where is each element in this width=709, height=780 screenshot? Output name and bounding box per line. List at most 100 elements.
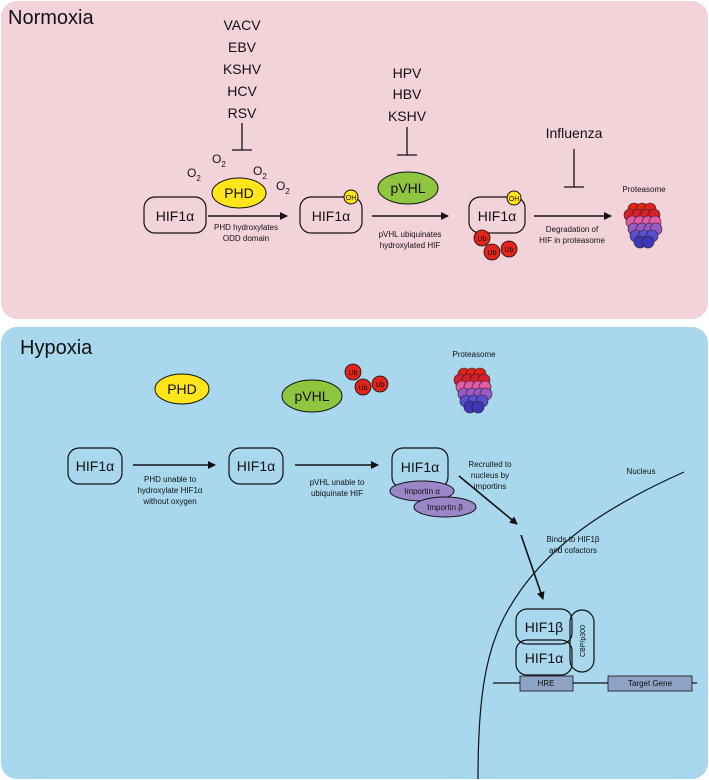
hif1a-label: HIF1α xyxy=(237,458,275,474)
step-caption-line: Binds to HIF1β xyxy=(546,535,599,544)
hif1a-protein xyxy=(299,196,363,234)
normoxia-panel: Normoxia VACV EBV KSHV HCV RSV O2 O2 O2 … xyxy=(1,1,708,319)
proteasome-subunit xyxy=(641,235,655,249)
hydroxyl-group xyxy=(506,190,522,206)
pvhl-inhibitor-list: HPV HBV KSHV xyxy=(388,65,427,124)
degradation-caption: Degradation of HIF in proteasome xyxy=(539,225,605,245)
step-caption-line: nucleus by xyxy=(471,471,509,480)
pvhl-inhibitor: HBV xyxy=(393,86,422,102)
nuclear-membrane xyxy=(477,471,685,780)
normoxia-background xyxy=(1,1,708,319)
oxygen-label: O2 xyxy=(276,179,290,196)
pvhl-failure-caption: pVHL unable to ubiquinate HIF xyxy=(310,478,365,498)
oxygen-labels: O2 O2 O2 O2 xyxy=(187,152,290,196)
proteasome xyxy=(623,202,663,249)
ubiquitin xyxy=(344,363,362,381)
ubiquitin-chain: Ub Ub Ub xyxy=(473,229,518,261)
ubiquitin xyxy=(500,240,518,258)
phd-inhibitor: VACV xyxy=(223,17,261,33)
pvhl-label: pVHL xyxy=(294,388,329,404)
binding-caption: Binds to HIF1β and cofactors xyxy=(546,535,599,555)
hydroxyl-group xyxy=(343,189,359,205)
ubiquitin-label: Ub xyxy=(376,382,385,389)
phd-inhibitor: RSV xyxy=(228,105,257,121)
degradation-inhibitor: Influenza xyxy=(546,125,603,141)
target-gene-box xyxy=(607,675,693,692)
phd-inhibitor-list: VACV EBV KSHV HCV RSV xyxy=(223,17,262,121)
ubiquitin-label: Ub xyxy=(359,385,368,392)
cbp-p300-label: CBP/p300 xyxy=(580,625,587,657)
step-caption-line: ubiquinate HIF xyxy=(311,489,363,498)
hypoxia-background xyxy=(1,327,708,779)
ubiquitin-label: Ub xyxy=(505,247,514,254)
import-arrow xyxy=(458,475,518,525)
hypoxia-panel: Hypoxia PHD pVHL Ub Ub Ub Proteasome HIF… xyxy=(1,327,708,780)
normoxia-title: Normoxia xyxy=(8,7,94,29)
importin-caption: Recruited to nucleus by importins xyxy=(468,460,512,491)
oxygen-label: O2 xyxy=(212,152,226,169)
step-caption-line: without oxygen xyxy=(142,497,196,506)
phd-enzyme xyxy=(211,177,267,209)
pvhl-inhibitor: HPV xyxy=(393,65,422,81)
hypoxia-title: Hypoxia xyxy=(20,337,93,359)
hif1a-label: HIF1α xyxy=(76,458,114,474)
ubiquitin xyxy=(483,243,501,261)
nucleus-label: Nucleus xyxy=(627,467,656,476)
hif1a-protein xyxy=(228,447,284,485)
oxygen-label: O2 xyxy=(253,164,267,181)
step-caption-line: hydroxylated HIF xyxy=(380,241,441,250)
phd-inhibitor: EBV xyxy=(228,39,257,55)
step-caption-line: pVHL ubiquinates xyxy=(379,230,442,239)
ubiquitin-cluster: Ub Ub Ub xyxy=(344,363,389,396)
step-caption-line: and cofactors xyxy=(549,546,597,555)
hif1a-label: HIF1α xyxy=(525,650,563,666)
oxygen-label: O2 xyxy=(187,166,201,183)
phd-inhibition-bar xyxy=(232,123,252,151)
step-caption-line: pVHL unable to xyxy=(310,478,365,487)
pvhl-label: pVHL xyxy=(390,180,425,196)
proteasome-label: Proteasome xyxy=(622,185,666,194)
ubiquitin-label: Ub xyxy=(488,250,497,257)
step-caption-line: Recruited to xyxy=(468,460,512,469)
ubiquitin xyxy=(354,378,372,396)
hre-box xyxy=(519,675,574,692)
phd-label: PHD xyxy=(224,185,254,201)
target-gene-label: Target Gene xyxy=(628,679,673,688)
phd-enzyme xyxy=(154,373,210,405)
ubiquitination-caption: pVHL ubiquinates hydroxylated HIF xyxy=(379,230,442,250)
pvhl-enzyme xyxy=(377,171,439,205)
step-caption-line: importins xyxy=(474,482,506,491)
proteasome-label: Proteasome xyxy=(452,350,496,359)
hif1b-label: HIF1β xyxy=(525,619,563,635)
hif1a-label: HIF1α xyxy=(478,208,516,224)
hif1a-label: HIF1α xyxy=(156,208,194,224)
phd-inhibitor: KSHV xyxy=(223,61,262,77)
binding-arrow xyxy=(520,534,545,600)
proteasome xyxy=(453,367,493,414)
hif1a-label: HIF1α xyxy=(401,459,439,475)
ubiquitin-label: Ub xyxy=(478,236,487,243)
step-caption-line: PHD unable to xyxy=(144,475,197,484)
importin-beta xyxy=(413,496,477,518)
step-caption-line: ODD domain xyxy=(223,234,269,243)
pvhl-enzyme xyxy=(281,379,343,413)
step-caption-line: PHD hydroxylates xyxy=(214,223,278,232)
ubiquitin-label: Ub xyxy=(349,370,358,377)
cbp-p300 xyxy=(569,609,595,673)
phd-failure-caption: PHD unable to hydroxylate HIF1α without … xyxy=(137,475,202,506)
step-caption-line: HIF in proteasome xyxy=(539,236,605,245)
hif1a-protein xyxy=(143,196,207,234)
step-caption-line: hydroxylate HIF1α xyxy=(137,486,202,495)
proteasome-subunit xyxy=(471,400,485,414)
step-caption-line: Degradation of xyxy=(546,225,599,234)
phd-inhibitor: HCV xyxy=(227,83,257,99)
pvhl-inhibitor: KSHV xyxy=(388,108,427,124)
importin-alpha-label: Importin α xyxy=(404,487,440,496)
hif1a-protein xyxy=(468,196,526,234)
hydroxyl-label: OH xyxy=(346,195,357,202)
hre-label: HRE xyxy=(538,679,555,688)
phd-label: PHD xyxy=(167,381,197,397)
hydroxylation-caption: PHD hydroxylates ODD domain xyxy=(214,223,278,243)
ubiquitin xyxy=(371,375,389,393)
